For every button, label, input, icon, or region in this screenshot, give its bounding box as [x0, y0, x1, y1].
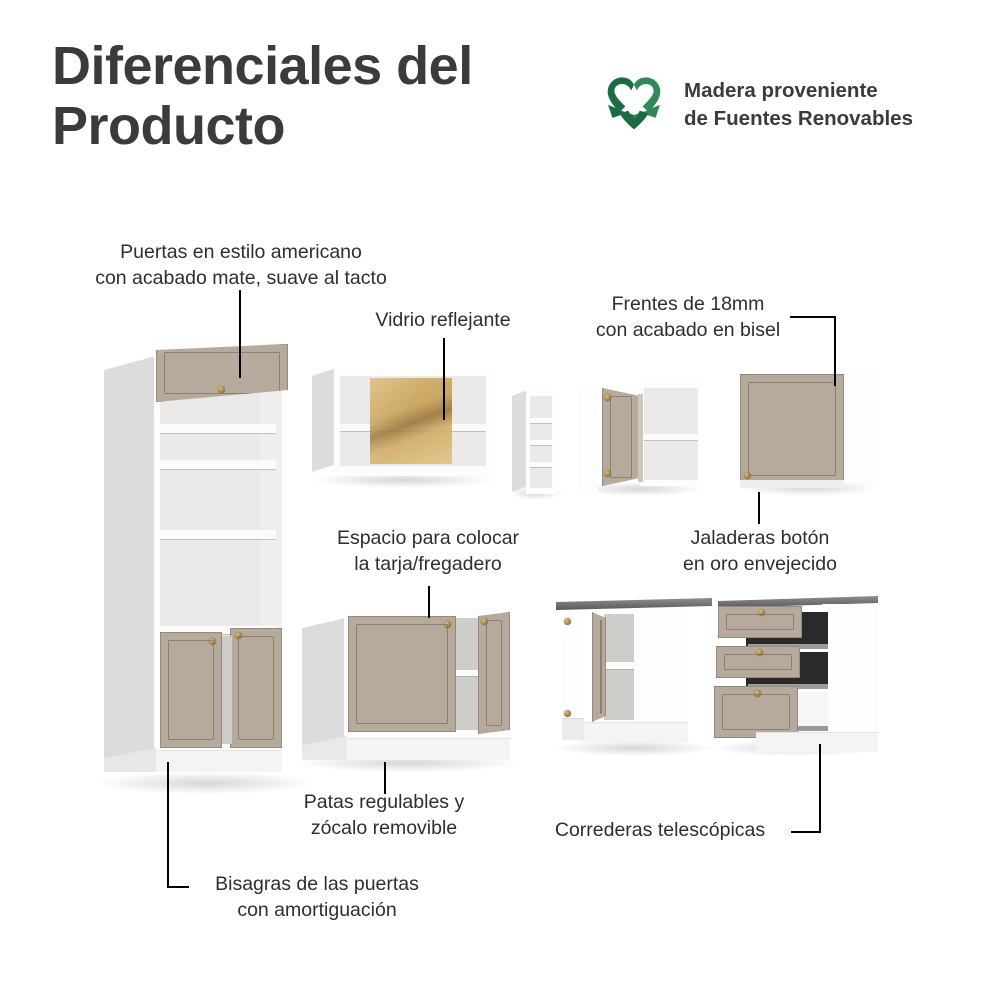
callout-jaladeras-boton: Jaladeras botón en oro envejecido: [683, 527, 837, 575]
leader-bisagras-horizontal: [167, 886, 189, 888]
lower-door-left: [160, 632, 222, 748]
sink-door-left: [348, 616, 456, 732]
base-cabinet-open: [556, 598, 714, 756]
open-door-wall-cabinet: [578, 382, 702, 498]
drawer-front-middle: [716, 646, 800, 678]
leader-espacio-tarja: [428, 586, 430, 618]
glass-wall-cabinet: [312, 368, 494, 490]
base-open-door: [592, 612, 606, 722]
closed-door-panel: [740, 374, 844, 484]
drawer-base-cabinet: [712, 596, 880, 756]
page-title: Diferenciales del Producto: [52, 36, 572, 157]
svg-text:m: m: [624, 83, 643, 108]
leader-puertas-americano: [239, 290, 241, 378]
drawer-front-bottom: [714, 686, 798, 738]
recycling-heart-icon: m: [598, 66, 670, 143]
leader-jaladeras: [758, 492, 760, 524]
leader-correderas-horizontal: [791, 831, 821, 833]
sink-base-cabinet: [298, 608, 518, 772]
leader-patas: [384, 762, 386, 794]
callout-patas-regulables: Patas regulables y zócalo removible: [303, 791, 465, 839]
tall-pantry-cabinet: [98, 340, 313, 794]
callout-vidrio-reflejante: Vidrio reflejante: [375, 309, 511, 331]
open-door-panel: [602, 388, 640, 486]
page-title-line-2: Producto: [52, 96, 286, 157]
callout-puertas-americano: Puertas en estilo americano con acabado …: [95, 241, 387, 289]
leader-correderas-vertical: [819, 744, 821, 832]
drawer-front-top: [718, 606, 802, 638]
callout-frentes-18mm: Frentes de 18mm con acabado en bisel: [595, 293, 781, 341]
callout-bisagras-amortiguacion: Bisagras de las puertas con amortiguació…: [215, 873, 419, 921]
callout-espacio-tarja: Espacio para colocar la tarja/fregadero: [336, 527, 520, 575]
leader-vidrio: [443, 338, 445, 420]
leader-frentes-vertical: [834, 316, 836, 386]
renewable-wood-badge: m Madera proveniente de Fuentes Renovabl…: [598, 66, 913, 143]
flip-up-door: [156, 344, 288, 402]
reflective-glass-door: [370, 378, 452, 464]
badge-label: Madera proveniente de Fuentes Renovables: [684, 78, 913, 130]
leader-bisagras-vertical: [167, 762, 169, 888]
sink-door-right: [478, 612, 510, 734]
page-title-line-1: Diferenciales del: [52, 36, 473, 96]
callout-correderas-telescopicas: Correderas telescópicas: [554, 819, 766, 841]
closed-wall-cabinet: [740, 368, 876, 498]
lower-door-right: [230, 628, 282, 748]
leader-frentes-horizontal: [790, 316, 836, 318]
open-shelf-unit: [510, 390, 562, 500]
